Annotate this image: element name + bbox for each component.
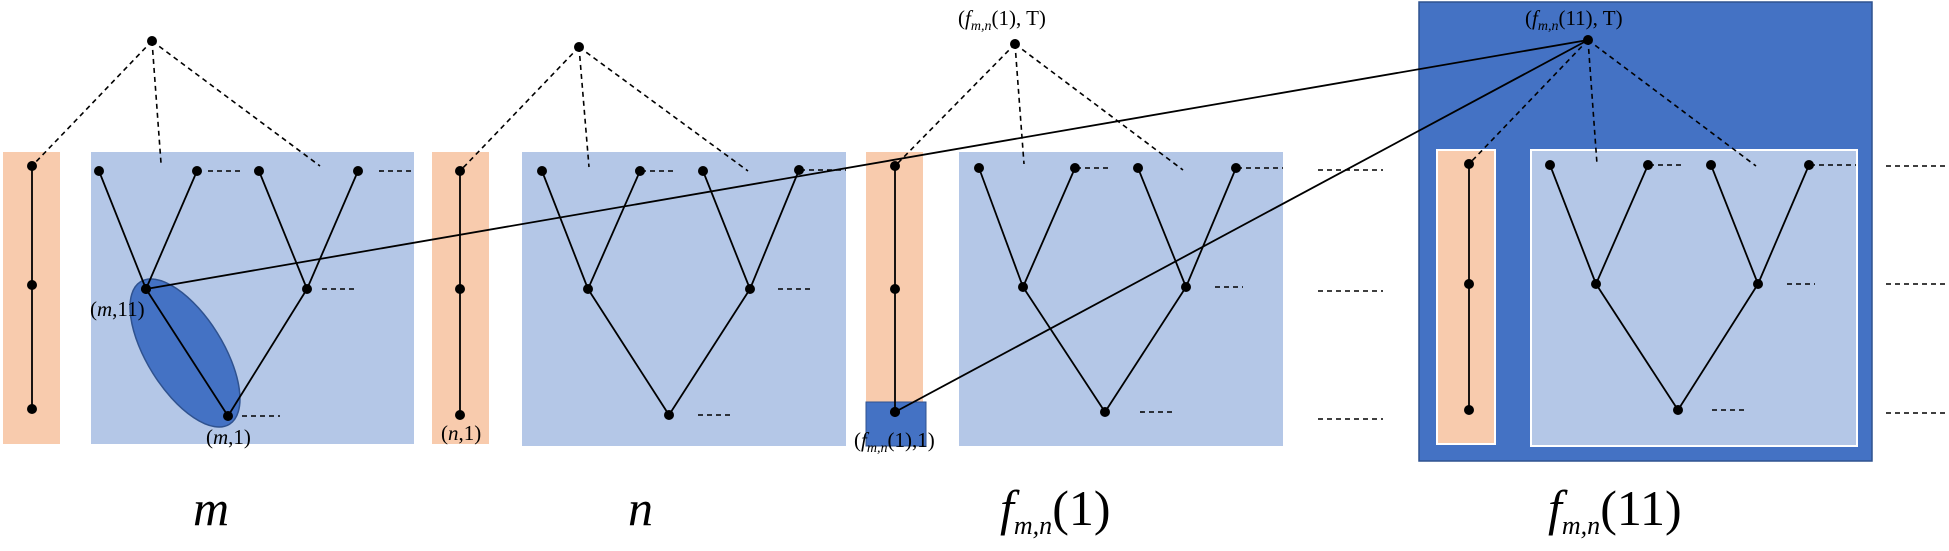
mapping-lines	[145, 39, 1589, 413]
label-f1-bottom: (fm,n(1),1)	[854, 428, 935, 456]
tree-m	[98, 170, 359, 417]
panel-n: (n,1)	[432, 42, 846, 446]
dashed-links-f1	[894, 43, 1383, 420]
label-m1: (m,1)	[206, 425, 251, 449]
tree-box-f11	[1530, 149, 1858, 447]
dashed-links-f11	[1468, 39, 1949, 414]
label-n1: (n,1)	[441, 421, 481, 445]
tree-f11	[1549, 164, 1810, 411]
tree-box-f1	[959, 152, 1283, 446]
caption-m: m	[193, 480, 229, 536]
panel-f11: (fm,n(11), T)	[1418, 1, 1949, 462]
map-f1-to-f11	[894, 39, 1589, 413]
caption-n: n	[628, 480, 653, 536]
map-m11-to-f11	[145, 39, 1589, 290]
panel-f1: (fm,n(1), T) (fm,n(1),1)	[854, 6, 1383, 456]
dashed-links-m	[31, 40, 413, 417]
panel-m: (m,11) (m,1)	[3, 36, 414, 449]
tree-box-n	[522, 152, 846, 446]
caption-f1: fm,n(1)	[1000, 480, 1111, 540]
label-f11-top: (fm,n(11), T)	[1525, 6, 1623, 34]
caption-f11: fm,n(11)	[1548, 480, 1682, 540]
label-f1-top: (fm,n(1), T)	[958, 6, 1046, 34]
highlight-ellipse	[129, 278, 241, 428]
tree-n	[541, 169, 800, 416]
root-node-f11	[1583, 35, 1593, 45]
tree-f1	[978, 167, 1237, 413]
label-m11: (m,11)	[90, 297, 145, 321]
dashed-links-n	[459, 46, 846, 416]
chain-column-f11	[1436, 149, 1496, 445]
